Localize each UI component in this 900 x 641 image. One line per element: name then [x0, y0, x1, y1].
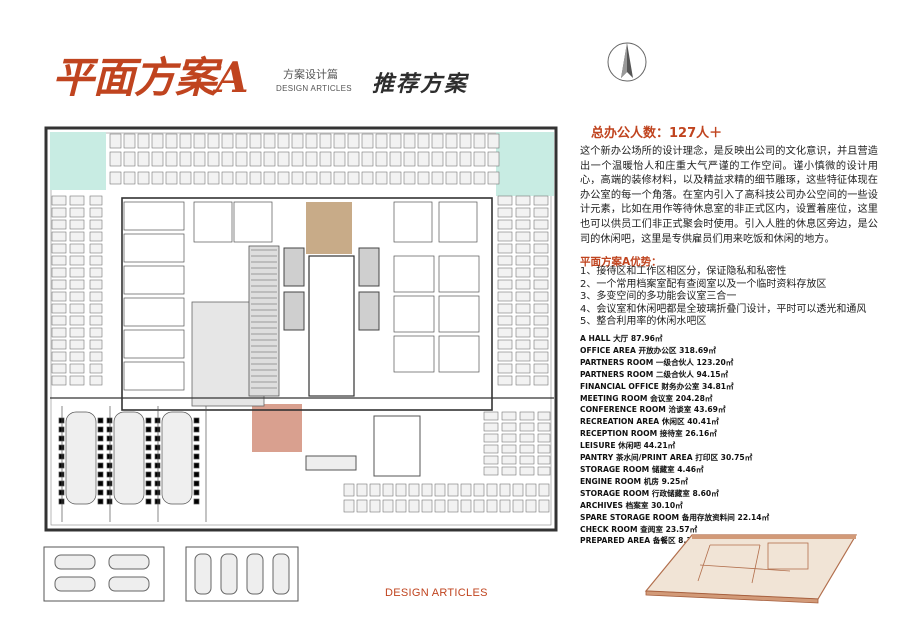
- 3d-model-view: [644, 534, 858, 604]
- zone-wood: [306, 202, 352, 254]
- list-item: STORAGE ROOM 行政储藏室 8.60㎡: [580, 488, 719, 498]
- area-list: A HALL 大厅 87.96㎡ OFFICE AREA 开放办公区 318.6…: [580, 333, 769, 547]
- list-item: MEETING ROOM 会议室 204.28㎡: [580, 393, 713, 403]
- list-item: PANTRY 茶水间/PRINT AREA 打印区 30.75㎡: [580, 453, 753, 463]
- list-item: OFFICE AREA 开放办公区 318.69㎡: [580, 345, 717, 355]
- list-item: RECREATION AREA 休闲区 40.41㎡: [580, 417, 719, 427]
- list-item: CONFERENCE ROOM 洽谈室 43.69㎡: [580, 405, 726, 415]
- zone-terracotta: [252, 404, 302, 452]
- list-item: PARTNERS ROOM 二级合伙人 94.15㎡: [580, 369, 729, 379]
- compass-icon: [607, 42, 647, 82]
- footer-label: DESIGN ARTICLES: [385, 587, 488, 599]
- subtitle-cn: 方案设计篇: [283, 68, 338, 81]
- meeting-rooms: [58, 406, 207, 522]
- advantages-list: 1、接待区和工作区相区分，保证隐私和私密性 2、一个常用档案室配有查阅室以及一个…: [580, 266, 866, 329]
- list-item: STORAGE ROOM 储藏室 4.46㎡: [580, 464, 704, 474]
- list-item: ENGINE ROOM 机房 9.25㎡: [580, 476, 688, 486]
- list-item: 3、多变空间的多功能会议室三合一: [580, 291, 737, 303]
- meeting-room-thumbnail-a: [43, 546, 165, 602]
- list-item: 1、接待区和工作区相区分，保证隐私和私密性: [580, 266, 787, 277]
- list-item: RECEPTION ROOM 接待室 26.16㎡: [580, 429, 717, 439]
- scheme-label: 推荐方案: [372, 71, 469, 97]
- floor-plan: [44, 126, 560, 534]
- workstation-band-sides: [51, 195, 549, 386]
- list-item: SPARE STORAGE ROOM 备用存放资料间 22.14㎡: [580, 512, 770, 522]
- list-item: CHECK ROOM 查阅室 23.57㎡: [580, 524, 698, 534]
- zone-green-left: [50, 132, 106, 190]
- list-item: PARTNERS ROOM 一级合伙人 123.20㎡: [580, 357, 734, 367]
- workstation-band-top: [109, 133, 500, 185]
- list-item: 4、会议室和休闲吧都是全玻璃折叠门设计，平时可以透光和通风: [580, 303, 867, 315]
- zone-green-right: [496, 132, 554, 196]
- headcount: 总办公人数：127人＋: [591, 126, 723, 141]
- page-title: 平面方案A: [52, 53, 249, 102]
- design-description: 这个新办公场所的设计理念，是反映出公司的文化意识，并且营造出一个温暖怡人和庄重大…: [580, 146, 878, 245]
- subtitle-en: DESIGN ARTICLES: [276, 84, 352, 93]
- list-item: 2、一个常用档案室配有查阅室以及一个临时资料存放区: [580, 278, 827, 290]
- advantages-title: 平面方案A优势：: [580, 256, 662, 268]
- list-item: 5、整合利用率的休闲水吧区: [580, 316, 707, 328]
- list-item: ARCHIVES 档案室 30.10㎡: [580, 500, 683, 510]
- meeting-room-thumbnail-b: [185, 546, 299, 602]
- list-item: LEISURE 休闲吧 44.21㎡: [580, 441, 676, 451]
- workstation-band-bottom: [343, 411, 551, 513]
- list-item: FINANCIAL OFFICE 财务办公室 34.81㎡: [580, 381, 734, 391]
- list-item: PREPARED AREA 备餐区 8.36㎡: [580, 536, 705, 546]
- list-item: A HALL 大厅 87.96㎡: [580, 334, 663, 343]
